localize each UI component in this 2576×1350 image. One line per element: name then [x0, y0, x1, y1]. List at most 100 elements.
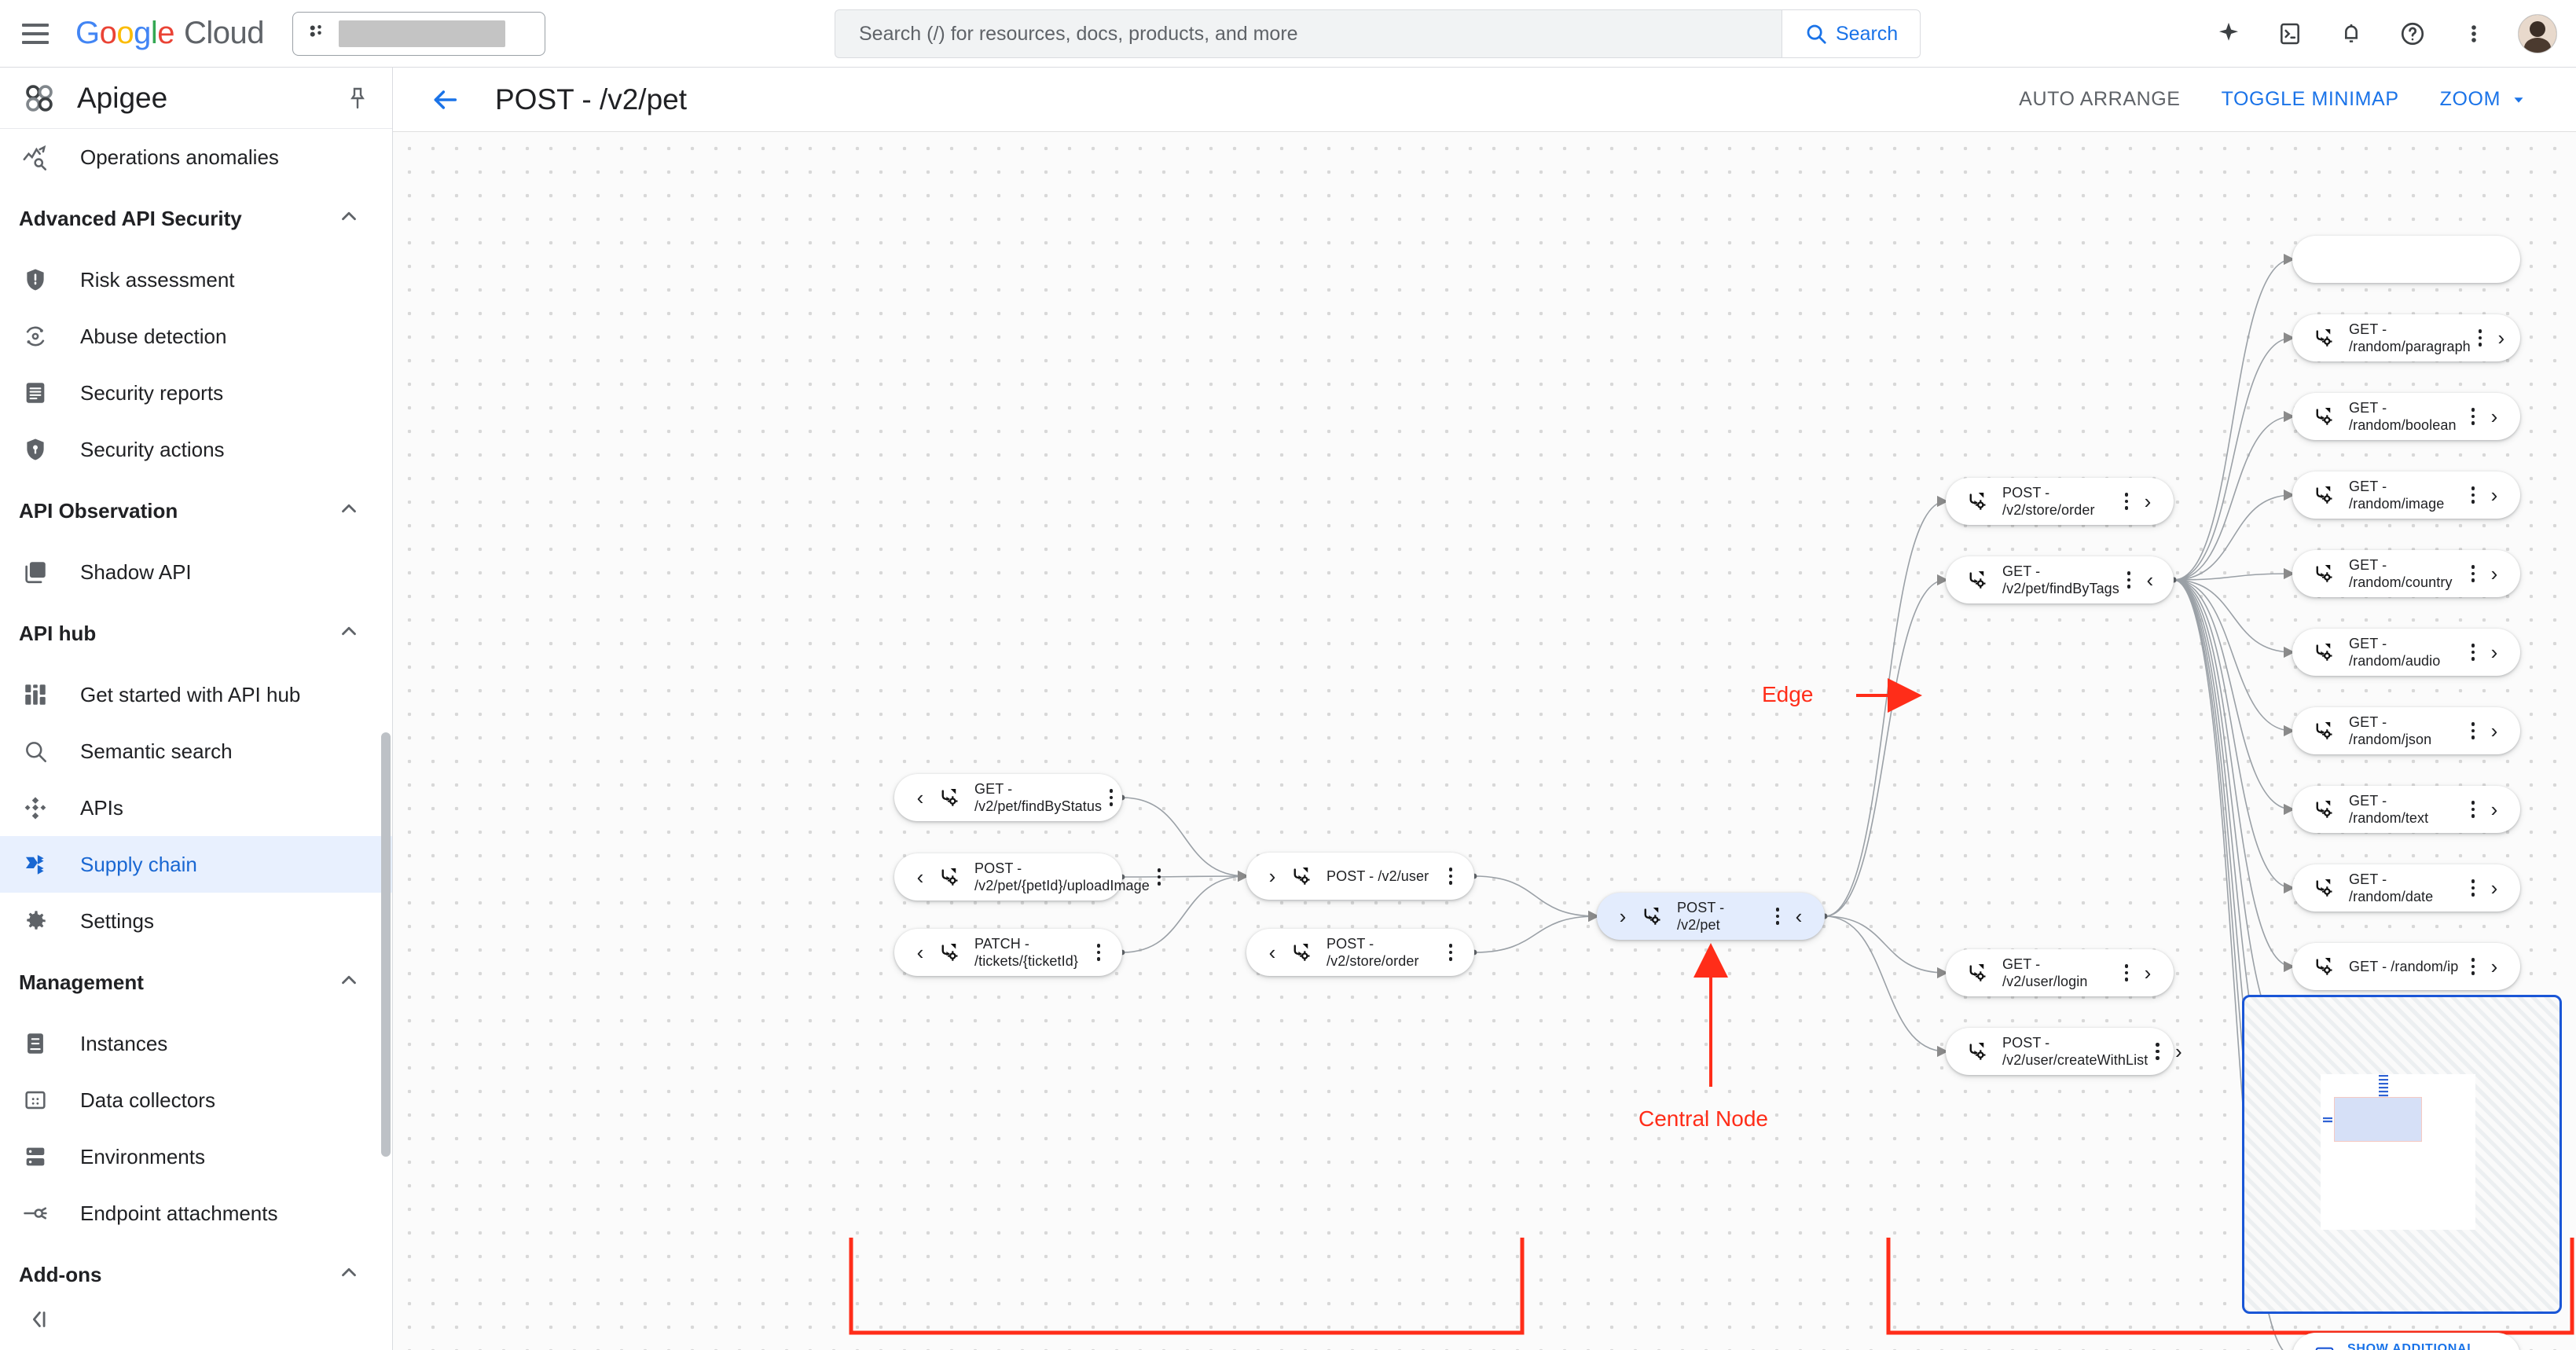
expand-downstream-chevron-icon[interactable]: ›	[1619, 904, 1627, 928]
graph-node[interactable]: ‹ PATCH - /tickets/{ticketId}	[894, 929, 1122, 976]
search-button[interactable]: Search	[1782, 9, 1921, 58]
node-more-options-icon[interactable]	[1089, 944, 1108, 961]
graph-node[interactable]: › POST - /v2/pet‹	[1597, 893, 1825, 940]
sidebar-item-apis[interactable]: APIs	[0, 780, 392, 836]
hamburger-menu-icon[interactable]	[17, 16, 53, 52]
expand-chevron-icon[interactable]: ‹	[916, 940, 924, 964]
collapse-panel-icon[interactable]	[19, 1300, 58, 1339]
sidebar-item-instances[interactable]: Instances	[0, 1015, 392, 1072]
graph-node[interactable]: GET - /random/paragraph›	[2292, 314, 2520, 361]
graph-node[interactable]: GET - /v2/user/login›	[1946, 949, 2174, 996]
zoom-button[interactable]: ZOOM	[2420, 88, 2548, 111]
expand-chevron-icon[interactable]: ›	[2175, 1039, 2182, 1063]
expand-upstream-chevron-icon[interactable]: ‹	[1795, 904, 1803, 928]
node-more-options-icon[interactable]	[1102, 789, 1121, 806]
node-more-options-icon[interactable]	[2464, 644, 2482, 661]
sidebar-item-operations-anomalies[interactable]: Operations anomalies	[0, 129, 392, 185]
graph-node[interactable]: ‹ GET - /v2/pet/findByStatus	[894, 774, 1122, 821]
expand-chevron-icon[interactable]: ›	[2497, 325, 2505, 350]
node-more-options-icon[interactable]	[2117, 493, 2136, 510]
expand-chevron-icon[interactable]: ‹	[1268, 940, 1276, 964]
expand-chevron-icon[interactable]: ‹	[916, 864, 924, 889]
graph-node-partial[interactable]	[2292, 236, 2520, 283]
sidebar-item-supply-chain[interactable]: Supply chain	[0, 836, 392, 893]
pin-icon[interactable]	[342, 83, 373, 114]
node-more-options-icon[interactable]	[1150, 868, 1169, 886]
graph-node[interactable]: GET - /random/audio›	[2292, 629, 2520, 676]
expand-chevron-icon[interactable]: ›	[2144, 489, 2152, 513]
graph-node[interactable]: GET - /random/text›	[2292, 786, 2520, 833]
expand-chevron-icon[interactable]: ›	[2490, 561, 2498, 585]
expand-chevron-icon[interactable]: ›	[2144, 960, 2152, 985]
graph-node[interactable]: POST - /v2/store/order›	[1946, 478, 2174, 525]
sidebar-scrollbar[interactable]	[381, 732, 391, 1157]
node-more-options-icon[interactable]	[2464, 801, 2482, 818]
expand-chevron-icon[interactable]: ›	[2490, 875, 2498, 900]
chevron-up-icon[interactable]	[337, 497, 361, 526]
node-more-options-icon[interactable]	[2148, 1043, 2167, 1060]
node-more-options-icon[interactable]	[2464, 408, 2482, 425]
graph-node[interactable]: GET - /random/date›	[2292, 864, 2520, 912]
expand-chevron-icon[interactable]: ›	[2490, 640, 2498, 664]
graph-node[interactable]: POST - /v2/user/createWithList›	[1946, 1028, 2182, 1075]
expand-chevron-icon[interactable]: ›	[2490, 482, 2498, 507]
graph-node[interactable]: GET - /random/json›	[2292, 707, 2520, 754]
sidebar-item-abuse-detection[interactable]: Abuse detection	[0, 308, 392, 365]
expand-chevron-icon[interactable]: ‹	[2146, 567, 2154, 592]
node-more-options-icon[interactable]	[2471, 329, 2490, 347]
back-arrow-icon[interactable]	[426, 81, 464, 119]
sidebar-item-endpoint-attachments[interactable]: Endpoint attachments	[0, 1185, 392, 1242]
chevron-up-icon[interactable]	[337, 204, 361, 233]
project-selector[interactable]	[292, 11, 546, 56]
expand-chevron-icon[interactable]: ›	[2490, 954, 2498, 978]
chevron-up-icon[interactable]	[337, 968, 361, 997]
expand-chevron-icon[interactable]: ›	[2490, 797, 2498, 821]
node-more-options-icon[interactable]	[2464, 722, 2482, 739]
node-more-options-icon[interactable]	[2117, 964, 2136, 981]
graph-node[interactable]: › POST - /v2/user	[1246, 853, 1474, 900]
node-more-options-icon[interactable]	[1441, 944, 1460, 961]
node-more-options-icon[interactable]	[2464, 565, 2482, 582]
gemini-sparkle-icon[interactable]	[2211, 17, 2246, 51]
more-vert-icon[interactable]	[2457, 17, 2491, 51]
graph-node[interactable]: GET - /v2/pet/findByTags‹	[1946, 556, 2174, 603]
sidebar-group-advanced-api-security[interactable]: Advanced API Security	[0, 185, 392, 251]
node-more-options-icon[interactable]	[2464, 879, 2482, 897]
sidebar-item-semantic-search[interactable]: Semantic search	[0, 723, 392, 780]
minimap-viewport-rect[interactable]	[2334, 1097, 2422, 1142]
show-additional-dependencies-button[interactable]: SHOW ADDITIONAL DEPENDENCIES	[2292, 1333, 2520, 1350]
sidebar-item-security-reports[interactable]: Security reports	[0, 365, 392, 421]
chevron-up-icon[interactable]	[337, 1260, 361, 1289]
sidebar-group-management[interactable]: Management	[0, 949, 392, 1015]
cloud-shell-icon[interactable]	[2273, 17, 2307, 51]
node-more-options-icon[interactable]	[2119, 571, 2138, 589]
expand-chevron-icon[interactable]: ›	[1268, 864, 1276, 888]
graph-node[interactable]: ‹ POST - /v2/pet/{petId}/uploadImage	[894, 853, 1161, 901]
graph-node[interactable]: GET - /random/country›	[2292, 550, 2520, 597]
graph-minimap[interactable]	[2242, 995, 2562, 1314]
chevron-up-icon[interactable]	[337, 619, 361, 648]
sidebar-item-data-collectors[interactable]: Data collectors	[0, 1072, 392, 1128]
node-more-options-icon[interactable]	[1768, 908, 1787, 925]
graph-node[interactable]: ‹ POST - /v2/store/order	[1246, 929, 1474, 976]
expand-chevron-icon[interactable]: ‹	[916, 785, 924, 809]
toggle-minimap-button[interactable]: TOGGLE MINIMAP	[2201, 88, 2420, 111]
supply-chain-graph-canvas[interactable]: ‹ GET - /v2/pet/findByStatus‹ POST - /v2…	[393, 132, 2576, 1350]
expand-chevron-icon[interactable]: ›	[2490, 404, 2498, 428]
expand-chevron-icon[interactable]: ›	[2490, 718, 2498, 743]
node-more-options-icon[interactable]	[2464, 486, 2482, 504]
sidebar-item-settings[interactable]: Settings	[0, 893, 392, 949]
sidebar-item-shadow-api[interactable]: Shadow API	[0, 544, 392, 600]
graph-node[interactable]: GET - /random/boolean›	[2292, 393, 2520, 440]
sidebar-group-add-ons[interactable]: Add-ons	[0, 1242, 392, 1308]
node-more-options-icon[interactable]	[2464, 958, 2482, 975]
sidebar-item-security-actions[interactable]: Security actions	[0, 421, 392, 478]
sidebar-item-risk-assessment[interactable]: Risk assessment	[0, 251, 392, 308]
user-avatar[interactable]	[2518, 14, 2557, 53]
sidebar-item-get-started-with-api-hub[interactable]: Get started with API hub	[0, 666, 392, 723]
sidebar-group-api-hub[interactable]: API hub	[0, 600, 392, 666]
graph-node[interactable]: GET - /random/image›	[2292, 471, 2520, 519]
search-input[interactable]: Search (/) for resources, docs, products…	[835, 9, 1782, 58]
node-more-options-icon[interactable]	[1441, 868, 1460, 885]
